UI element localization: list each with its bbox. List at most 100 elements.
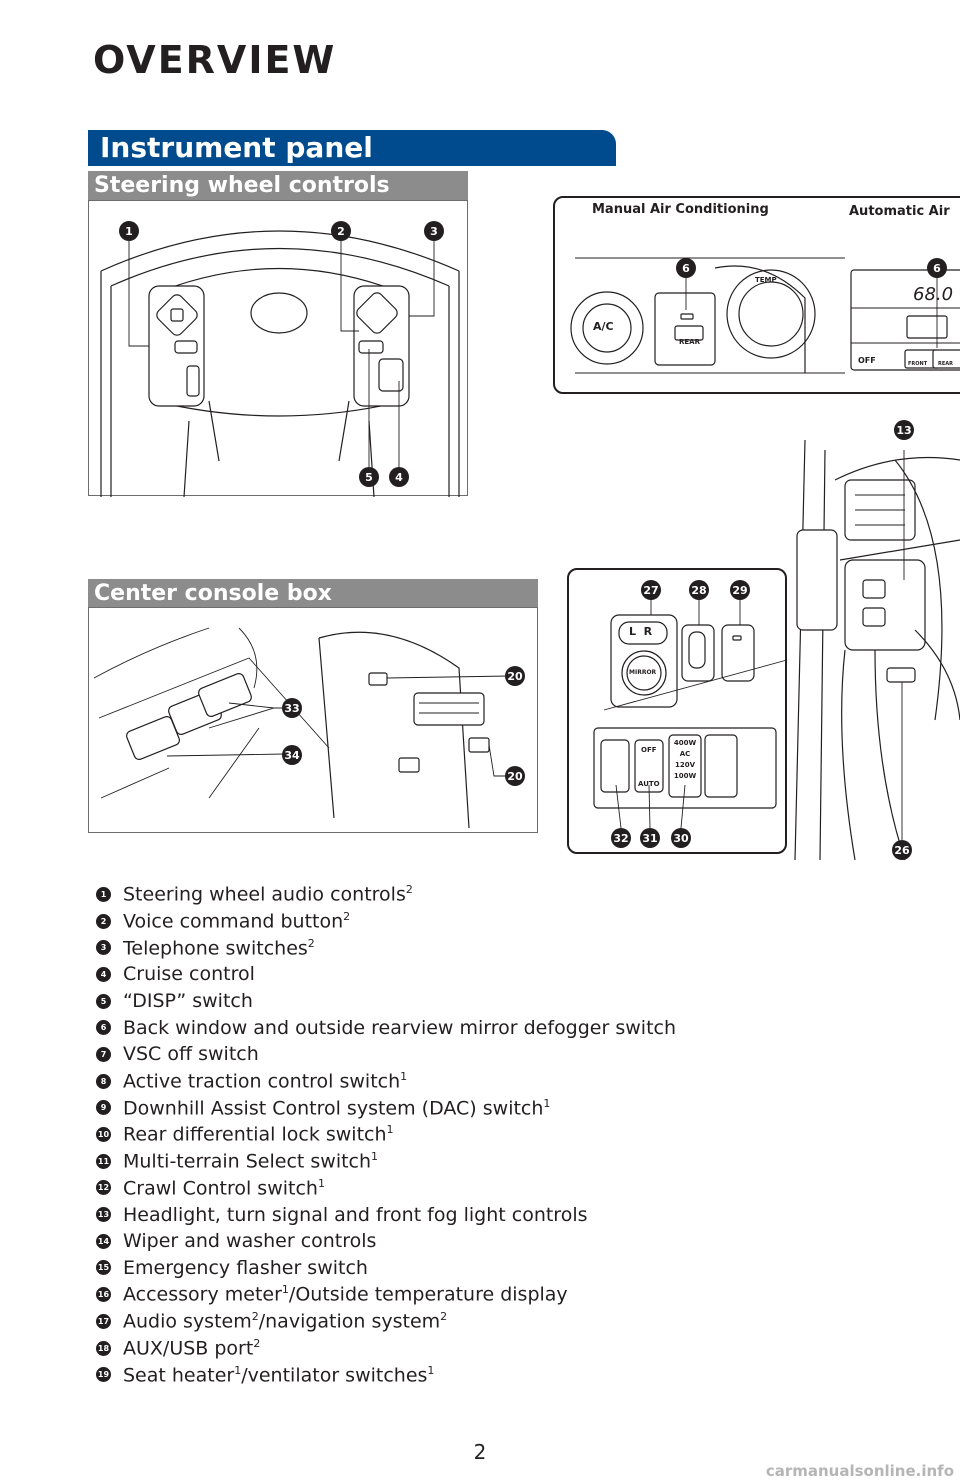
climate-inset: Manual Air Conditioning Automatic Air TE… (553, 196, 960, 394)
dash-side-illustration: 13 26 (775, 420, 960, 870)
auto-label: AUTO (638, 780, 660, 788)
legend-text: Rear differential lock switch1 (123, 1123, 394, 1146)
auto-off-label: OFF (858, 356, 876, 365)
legend-text: Back window and outside rearview mirror … (123, 1016, 677, 1039)
legend-text: Accessory meter1/Outside temperature dis… (123, 1283, 568, 1306)
legend-item: 18 AUX/USB port2 (96, 1335, 916, 1362)
callout-6-manual: 6 (676, 258, 696, 278)
auto-display: 68.0 (913, 284, 954, 305)
legend-item: 15 Emergency flasher switch (96, 1255, 916, 1282)
legend-number: 14 (96, 1233, 111, 1249)
off-label: OFF (641, 746, 657, 754)
temp-label: TEMP (755, 276, 777, 284)
legend-text: Headlight, turn signal and front fog lig… (123, 1203, 588, 1226)
legend-text: AUX/USB port2 (123, 1336, 261, 1360)
callout-31: 31 (640, 828, 660, 848)
rear-defog-label: REAR (679, 338, 700, 346)
legend-text: Steering wheel audio controls2 (123, 883, 413, 906)
legend-item: 19 Seat heater1/ventilator switches1 (96, 1361, 916, 1388)
legend-item: 11 Multi-terrain Select switch1 (96, 1148, 916, 1175)
legend-number: 3 (96, 940, 111, 956)
legend-text: Audio system2/navigation system2 (123, 1310, 448, 1333)
legend-number: 4 (96, 966, 111, 982)
section-title: Instrument panel (100, 131, 373, 164)
callout-6-auto: 6 (927, 258, 947, 278)
legend-number: 19 (96, 1367, 111, 1383)
legend-number: 16 (96, 1287, 111, 1303)
legend-number: 12 (96, 1180, 111, 1196)
callout-26: 26 (892, 840, 912, 860)
manual-ac-label: Manual Air Conditioning (592, 202, 769, 217)
steering-wheel-drawing (100, 230, 460, 498)
callout-3: 3 (424, 221, 444, 241)
climate-drawing (570, 257, 960, 374)
callout-30: 30 (671, 828, 691, 848)
ac-label: A/C (593, 320, 614, 333)
legend-item: 13 Headlight, turn signal and front fog l… (96, 1201, 916, 1228)
callout-13: 13 (894, 420, 914, 440)
auto-rear-label: REAR (938, 361, 953, 367)
legend-text: Multi-terrain Select switch1 (123, 1150, 379, 1173)
legend-item: 4 Cruise control (96, 961, 916, 988)
dash-side-drawing (794, 439, 960, 861)
legend-item: 5“DISP” switch (96, 988, 916, 1015)
legend-text: Wiper and washer controls (123, 1230, 377, 1253)
steering-illustration: 1 2 3 5 4 (88, 200, 468, 498)
callout-20-bottom: 20 (505, 766, 525, 786)
legend-text: Seat heater1/ventilator switches1 (123, 1363, 435, 1386)
legend-item: 8 Active traction control switch1 (96, 1068, 916, 1095)
legend-text: Cruise control (123, 963, 255, 986)
callout-33: 33 (282, 698, 302, 718)
console-heading: Center console box (88, 579, 538, 609)
callout-27: 27 (641, 580, 661, 600)
steering-heading: Steering wheel controls (88, 171, 468, 201)
callout-4: 4 (389, 467, 409, 487)
legend-number: 11 (96, 1153, 111, 1169)
callout-28: 28 (689, 580, 709, 600)
watermark: carmanualsonline.info (765, 1462, 954, 1480)
callout-1: 1 (119, 221, 139, 241)
mirror-lr-label: L R (629, 625, 653, 638)
legend-number: 1 (96, 886, 111, 902)
callout-2: 2 (331, 221, 351, 241)
legend-text: Downhill Assist Control system (DAC) swi… (123, 1096, 551, 1119)
legend-item: 12 Crawl Control switch1 (96, 1175, 916, 1202)
section-banner: Instrument panel (88, 130, 616, 166)
legend-item: 17 Audio system2/navigation system2 (96, 1308, 916, 1335)
mirror-label: MIRROR (629, 669, 657, 676)
console-illustration: 33 34 20 20 (88, 607, 538, 833)
legend-text: VSC off switch (123, 1043, 259, 1066)
callout-34: 34 (282, 745, 302, 765)
console-drawing (93, 627, 510, 829)
callout-20-top: 20 (505, 666, 525, 686)
legend-number: 17 (96, 1313, 111, 1329)
legend-number: 7 (96, 1046, 111, 1062)
legend-text: Voice command button2 (123, 909, 351, 933)
legend-text: Active traction control switch1 (123, 1069, 408, 1093)
legend-item: 1 Steering wheel audio controls2 (96, 881, 916, 908)
legend-text: Emergency flasher switch (123, 1256, 368, 1279)
callout-29: 29 (730, 580, 750, 600)
callout-32: 32 (611, 828, 631, 848)
legend-number: 13 (96, 1207, 111, 1223)
legend-number: 18 (96, 1340, 111, 1356)
legend-item: 14 Wiper and washer controls (96, 1228, 916, 1255)
legend-item: 7 VSC off switch (96, 1041, 916, 1068)
legend-text: “DISP” switch (123, 990, 253, 1013)
legend-number: 10 (96, 1127, 111, 1143)
dash-switches-inset: L R MIRROR OFF AUTO 400W AC 120V 100W 27… (567, 568, 788, 854)
legend-text: Crawl Control switch1 (123, 1176, 325, 1200)
auto-ac-label: Automatic Air (849, 204, 950, 219)
legend-item: 10 Rear differential lock switch1 (96, 1121, 916, 1148)
legend-number: 15 (96, 1260, 111, 1276)
auto-front-label: FRONT (908, 361, 928, 367)
page-title: OVERVIEW (93, 38, 337, 82)
inverter-label: 400W AC 120V 100W (673, 739, 697, 780)
page-number: 2 (473, 1440, 487, 1464)
legend-number: 8 (96, 1073, 111, 1089)
